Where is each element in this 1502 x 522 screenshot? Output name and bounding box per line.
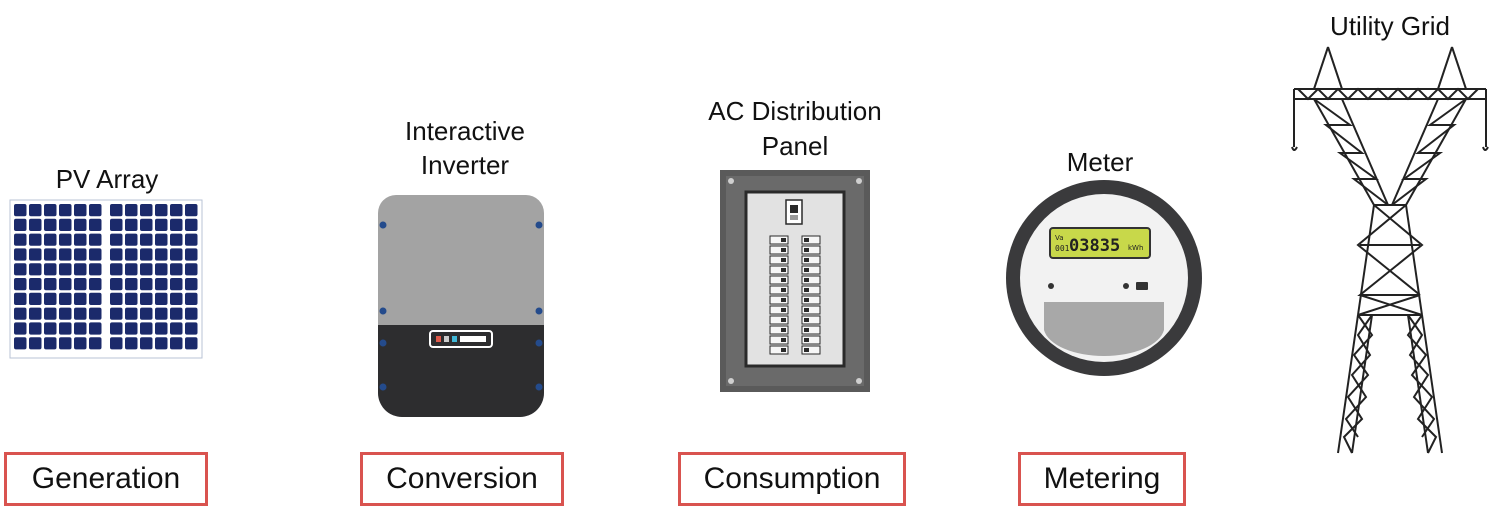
stage-metering: Metering <box>1018 452 1186 506</box>
distribution-panel-icon <box>720 170 870 392</box>
meter-unit: kWh <box>1128 244 1143 252</box>
inverter-label-line2: Inverter <box>420 150 510 180</box>
meter-display <box>1049 227 1151 259</box>
panel-label-line1: AC Distribution <box>708 96 882 126</box>
inverter-body-top <box>378 195 544 325</box>
pv-array-label: PV Array <box>55 164 159 194</box>
meter-icon: Va 001 03835 kWh <box>1006 180 1202 376</box>
transmission-tower-icon <box>1291 46 1489 454</box>
inverter-body-bottom <box>378 325 544 417</box>
inverter-label-line1: Interactive <box>405 116 525 146</box>
inverter-icon <box>378 195 544 417</box>
panel-label-line2: Panel <box>761 131 829 161</box>
pv-array-icon <box>9 199 203 359</box>
stage-generation: Generation <box>4 452 208 506</box>
meter-display-small-bottom: 001 <box>1055 244 1070 253</box>
stage-conversion: Conversion <box>360 452 564 506</box>
meter-display-small-top: Va <box>1055 234 1064 242</box>
grid-label: Utility Grid <box>1330 11 1450 41</box>
meter-window <box>1044 302 1164 357</box>
stage-consumption: Consumption <box>678 452 906 506</box>
meter-label: Meter <box>1066 147 1134 177</box>
meter-reading: 03835 <box>1069 236 1120 256</box>
